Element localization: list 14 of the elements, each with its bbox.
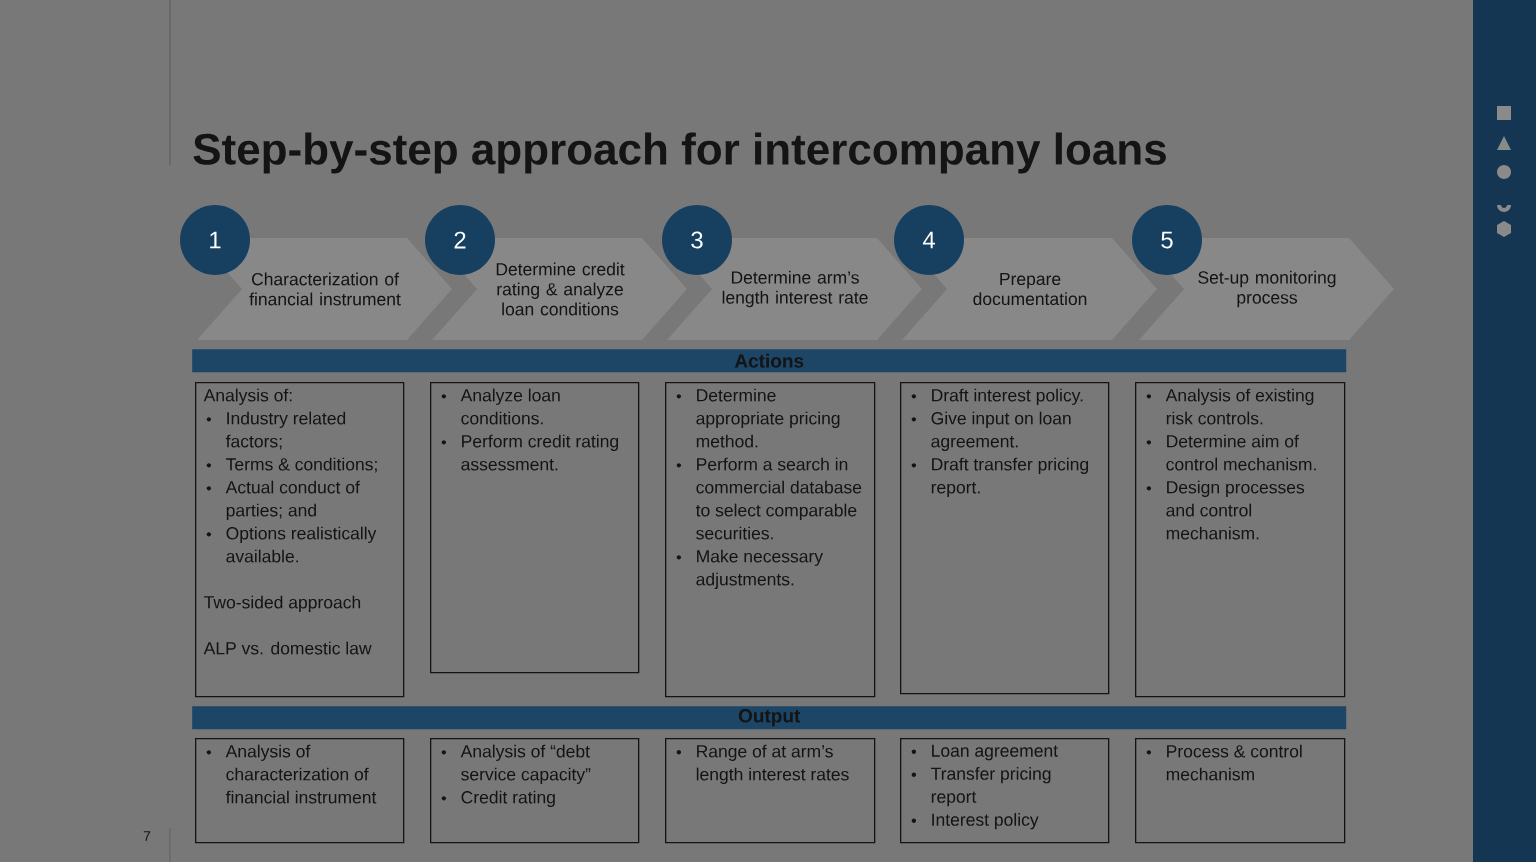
text-box: Analyze loan conditions. Perform credit rating assessment. [430,382,640,674]
text-box: Analysis of “debt service capacity” Credit rating [430,738,640,844]
page-number: 7 [143,831,151,841]
section-band: Output [192,706,1347,730]
page-title: Step-by-step approach for intercompany loans [193,132,1166,174]
text-box: Analysis of characterization of financial instrument [195,738,405,844]
text-box: Determine appropriate pricing method. Perform a search in commercial database to select comparable securities. Make necessary adjustments. [665,382,876,698]
text-box: Loan agreement Transfer pricing report Interest policy [900,738,1110,844]
text-box: Draft interest policy. Give input on loan agreement. Draft transfer pricing report. [900,382,1110,695]
text-box: Process & control mechanism [1135,738,1346,844]
text-box: Analysis of existing risk controls. Determine aim of control mechanism. Design processes and control mechanism. [1135,382,1346,698]
text-box: Analysis of: Industry related factors; Terms & conditions; Actual conduct of parties; and Options realistically available. Two-sided approach ALP vs. domestic law [195,382,405,698]
section-band: Actions [192,349,1347,373]
text-box: Range of at arm’s length interest rates [665,738,876,844]
